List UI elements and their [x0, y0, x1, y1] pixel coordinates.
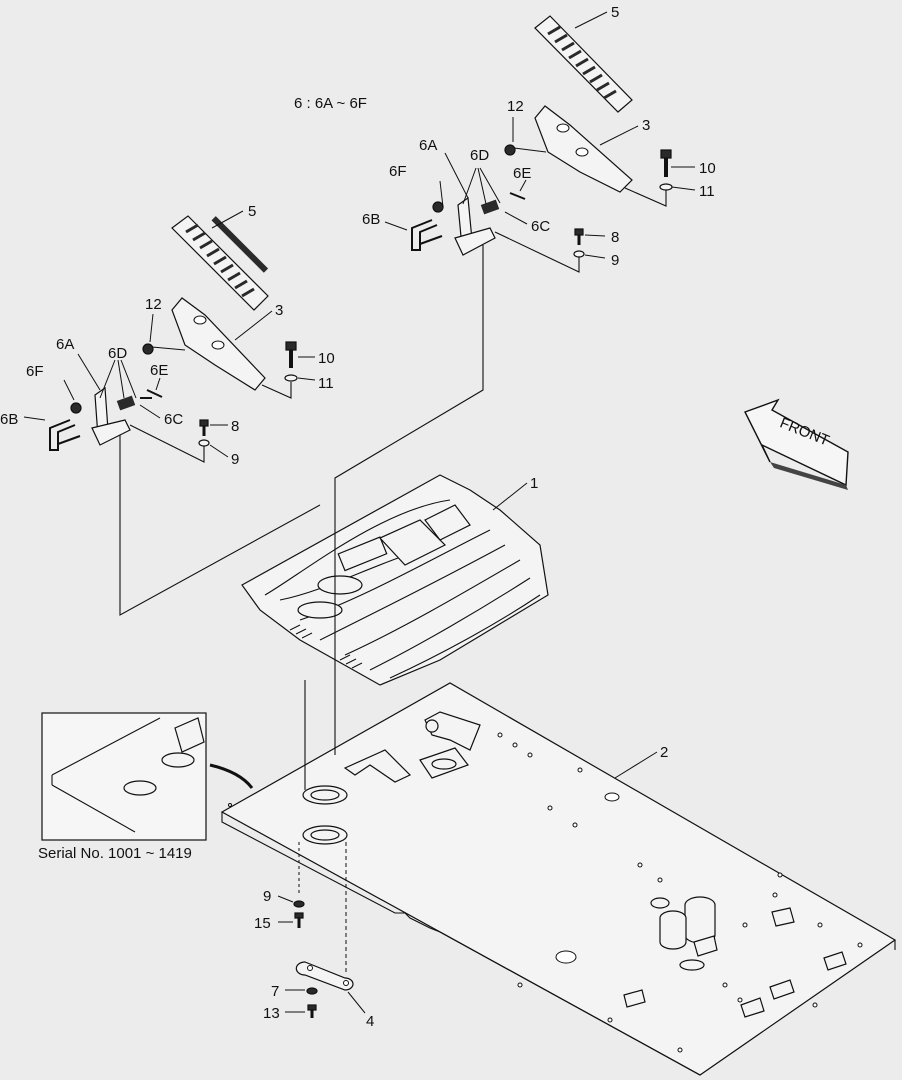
callout-l-6a: 6A — [56, 336, 74, 353]
callout-r-6f: 6F — [389, 163, 407, 180]
callout-r-6a: 6A — [419, 137, 437, 154]
callout-r-5: 5 — [611, 4, 619, 21]
callout-b-15: 15 — [254, 915, 271, 932]
callout-l-5: 5 — [248, 203, 256, 220]
callout-r-6b: 6B — [362, 211, 380, 228]
leader-lines — [23, 11, 696, 1014]
callout-l-9: 9 — [231, 451, 239, 468]
callout-r-6d: 6D — [470, 147, 489, 164]
right-pedal-assembly — [334, 15, 673, 755]
callout-r-8: 8 — [611, 229, 619, 246]
left-pedal-assembly — [49, 215, 321, 616]
inset-caption: Serial No. 1001 ~ 1419 — [38, 845, 192, 862]
callout-r-12: 12 — [507, 98, 524, 115]
callout-4: 4 — [366, 1013, 374, 1030]
floor-mat — [241, 474, 549, 686]
callout-r-10: 10 — [699, 160, 716, 177]
callout-r-6c: 6C — [531, 218, 550, 235]
callout-l-6e: 6E — [150, 362, 168, 379]
callout-l-10: 10 — [318, 350, 335, 367]
callout-r-9: 9 — [611, 252, 619, 269]
callout-b-7: 7 — [271, 983, 279, 1000]
callout-l-8: 8 — [231, 418, 239, 435]
callout-2: 2 — [660, 744, 668, 761]
serial-inset — [41, 712, 254, 841]
callout-l-12: 12 — [145, 296, 162, 313]
callout-l-6f: 6F — [26, 363, 44, 380]
callout-l-6d: 6D — [108, 345, 127, 362]
callout-r-6e: 6E — [513, 165, 531, 182]
callout-r-3: 3 — [642, 117, 650, 134]
callout-1: 1 — [530, 475, 538, 492]
floor-plate — [220, 682, 897, 1076]
callout-b-13: 13 — [263, 1005, 280, 1022]
front-arrow-icon: FRONT — [744, 398, 849, 490]
callout-labels: 6 : 6A ~ 6F Serial No. 1001 ~ 1419 1 2 4… — [0, 4, 716, 1030]
callout-l-6b: 6B — [0, 411, 18, 428]
bottom-hardware — [293, 680, 354, 1018]
callout-l-6c: 6C — [164, 411, 183, 428]
note-6: 6 : 6A ~ 6F — [294, 95, 367, 112]
callout-l-3: 3 — [275, 302, 283, 319]
callout-b-9: 9 — [263, 888, 271, 905]
callout-l-11: 11 — [318, 375, 334, 392]
callout-r-11: 11 — [699, 183, 715, 200]
